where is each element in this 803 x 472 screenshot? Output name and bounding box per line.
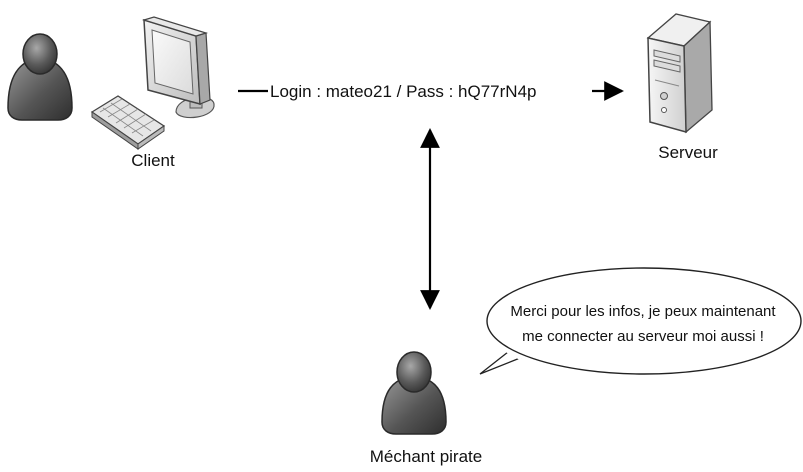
connection-label: Login : mateo21 / Pass : hQ77rN4p [270, 82, 537, 101]
client-group: Client [7, 16, 215, 170]
connection: Login : mateo21 / Pass : hQ77rN4p [238, 81, 624, 101]
attacker-person-icon [381, 351, 447, 435]
server-label: Serveur [658, 143, 718, 162]
attacker-group: Méchant pirate [370, 351, 482, 466]
speech-bubble-line-2: me connecter au serveur moi aussi ! [522, 328, 764, 345]
attacker-label: Méchant pirate [370, 447, 482, 466]
server-icon [646, 13, 713, 134]
speech-bubble: Merci pour les infos, je peux maintenant… [479, 267, 802, 375]
server-group: Serveur [646, 13, 718, 162]
client-person-icon [7, 33, 73, 121]
speech-bubble-line-1: Merci pour les infos, je peux maintenant [510, 303, 776, 320]
keyboard-icon [90, 95, 166, 150]
computer-icon [141, 16, 215, 119]
client-label: Client [131, 151, 175, 170]
